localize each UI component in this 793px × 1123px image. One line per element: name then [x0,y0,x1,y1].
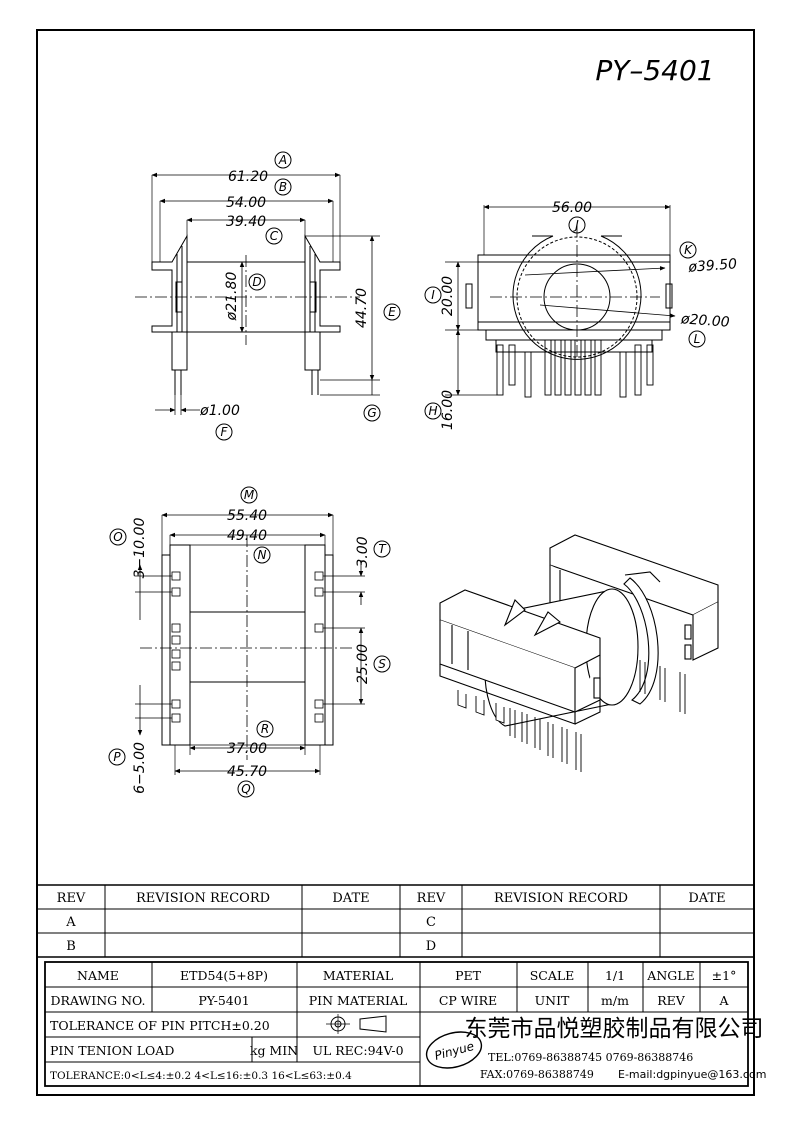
dim-c: 39.40 [226,214,266,230]
callout-r: R [261,722,269,736]
name-value: ETD54(5+8P) [180,968,268,983]
front-view-callouts: A B C D E F G [215,151,401,441]
callout-j: J [573,218,579,232]
projection-symbol-icon [326,1014,387,1034]
sheet-border [36,29,755,1096]
dim-i: 20.00 [440,276,456,316]
dim-p: 6−5.00 [132,742,148,794]
isometric-view [439,534,719,772]
title-block [44,961,749,1087]
callout-e: E [388,305,396,319]
callout-t: T [378,542,387,556]
company-email: E-mail:dgpinyue@163.com [618,1068,766,1081]
callout-l: L [694,332,701,346]
front-view-dimensions: 61.20 54.00 39.40 ø21.80 44.70 ø1.00 [199,169,370,419]
ul-rec: UL REC:94V-0 [312,1043,403,1058]
rev-row-d: D [426,939,436,954]
dim-k: ø39.50 [687,256,738,275]
company-name: 东莞市品悦塑胶制品有限公司 [465,1016,764,1042]
record-header-right: REVISION RECORD [494,891,628,906]
company-fax: FAX:0769-86388749 [480,1068,594,1081]
pin-tension-label: PIN TENION LOAD [50,1043,174,1058]
side-view [445,204,676,398]
callout-b: B [279,180,287,194]
callout-s: S [378,657,386,671]
callout-k: K [684,243,693,257]
logo-text: Pinyue [433,1039,476,1063]
callout-a: A [278,153,287,167]
dim-l: ø20.00 [679,311,730,330]
front-right-flange [304,234,341,333]
bottom-view [135,512,365,775]
callout-d: D [252,275,261,289]
rev-row-b: B [66,939,76,954]
unit-label: UNIT [535,993,570,1008]
callout-n: N [258,548,267,562]
pin-material-label: PIN MATERIAL [309,993,408,1008]
title-block-text: NAME ETD54(5+8P) MATERIAL PET SCALE 1/1 … [50,968,736,1082]
record-header-left: REVISION RECORD [136,891,270,906]
dim-q: 45.70 [227,764,267,780]
dim-e: 44.70 [354,288,370,328]
callout-q: Q [241,782,250,796]
front-view [135,172,380,415]
revision-table [36,884,755,958]
name-label: NAME [77,968,119,983]
dim-o: 3−10.00 [132,518,148,579]
dim-r: 37.00 [227,741,267,757]
bottom-view-callouts: M N O T S R Q P [108,486,391,798]
date-header-left: DATE [332,891,369,906]
company-tel: TEL:0769-86388745 0769-86388746 [488,1051,693,1064]
dim-d: ø21.80 [224,272,240,322]
dim-h: 16.00 [440,390,456,430]
callout-h: H [428,404,437,418]
drawing-no-label: DRAWING NO. [50,993,145,1008]
dim-m: 55.40 [227,508,267,524]
pin-material-value: CP WIRE [439,993,497,1008]
material-value: PET [455,968,482,983]
callout-o: O [113,530,122,544]
pin-tension-value: kg MIN [250,1043,298,1058]
general-tolerance: TOLERANCE:0<L≤4:±0.2 4<L≤16:±0.3 16<L≤63… [50,1070,352,1082]
dim-t: 3.00 [355,536,371,567]
callout-i: I [431,288,435,302]
bottom-view-dimensions: 55.40 49.40 37.00 45.70 3−10.00 3.00 25.… [132,508,371,794]
unit-value: m/m [601,993,629,1008]
rev-header-left: REV [57,891,86,906]
front-left-flange [151,234,188,333]
scale-value: 1/1 [605,968,625,983]
dim-b: 54.00 [226,195,266,211]
side-view-callouts: J K L I H [424,216,706,420]
pin-pitch-tolerance: TOLERANCE OF PIN PITCH±0.20 [50,1018,270,1033]
angle-value: ±1° [712,968,737,983]
rev-row-a: A [65,915,76,930]
dim-s: 25.00 [355,644,371,684]
rev-value: A [718,993,729,1008]
dim-j: 56.00 [552,200,592,216]
dim-n: 49.40 [227,528,267,544]
callout-f: F [221,425,229,439]
callout-m: M [244,488,255,502]
part-number: PY–5401 [595,54,714,87]
callout-g: G [367,406,376,420]
rev-row-c: C [426,915,436,930]
date-header-right: DATE [688,891,725,906]
dim-a: 61.20 [228,169,268,185]
drawing-no-value: PY-5401 [198,993,249,1008]
material-label: MATERIAL [323,968,393,983]
rev-header-right: REV [417,891,446,906]
rev-label: REV [657,993,686,1008]
callout-p: P [113,750,121,764]
side-view-dimensions: 56.00 ø39.50 ø20.00 20.00 16.00 [440,200,738,430]
angle-label: ANGLE [646,968,694,983]
dim-f: ø1.00 [199,403,240,419]
revision-table-text: REV REVISION RECORD DATE REV REVISION RE… [57,891,726,954]
scale-label: SCALE [530,968,575,983]
callout-c: C [270,229,279,243]
